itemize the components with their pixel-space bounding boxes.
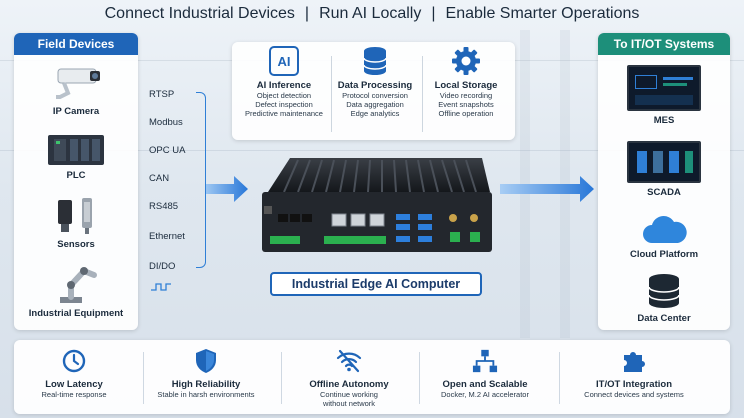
network-icon: [472, 348, 498, 374]
benefit-title: IT/OT Integration: [596, 379, 672, 390]
benefit-line: Stable in harsh environments: [157, 390, 255, 399]
background-line: [0, 150, 744, 151]
device-sensors: Sensors: [14, 196, 138, 250]
benefit-low-latency: Low Latency Real-time response: [6, 348, 142, 399]
feature-divider: [422, 56, 423, 132]
system-label: SCADA: [647, 187, 681, 198]
benefit-line: without network: [322, 399, 376, 408]
signal-waveform-icon: [151, 283, 171, 291]
benefit-offline-autonomy: Offline Autonomy Continue working withou…: [281, 348, 417, 408]
device-plc: PLC: [14, 133, 138, 181]
monitor-icon: [627, 65, 701, 111]
ai-chip-text: AI: [277, 53, 291, 69]
edge-computer-label: Industrial Edge AI Computer: [270, 272, 482, 296]
benefit-title: Open and Scalable: [442, 379, 528, 390]
system-mes: MES: [598, 65, 730, 126]
benefit-line: Connect devices and systems: [584, 390, 684, 399]
tagline-separator: |: [304, 5, 310, 22]
feature-title: Data Processing: [337, 80, 413, 91]
protocol-label: Ethernet: [149, 231, 185, 242]
feature-line: Event snapshots: [438, 100, 494, 109]
feature-line: Offline operation: [438, 109, 494, 118]
outbound-arrow: [500, 176, 594, 202]
edge-computer-image: [262, 158, 492, 252]
camera-icon: [46, 63, 106, 103]
tagline-run-ai: Run AI Locally: [319, 5, 422, 22]
device-label: IP Camera: [52, 106, 100, 117]
benefit-line: Docker, M.2 AI accelerator: [441, 390, 529, 399]
database-icon: [647, 273, 681, 309]
benefits-panel: Low Latency Real-time response High Reli…: [14, 340, 730, 414]
system-label: Data Center: [637, 313, 691, 324]
system-label: Cloud Platform: [629, 249, 699, 260]
benefit-divider: [419, 352, 420, 404]
protocol-label: Modbus: [149, 117, 183, 128]
feature-line: Data aggregation: [346, 100, 404, 109]
system-data-center: Data Center: [598, 273, 730, 324]
feature-ai-inference: AI AI Inference Object detection Defect …: [238, 46, 330, 118]
benefit-high-reliability: High Reliability Stable in harsh environ…: [138, 348, 274, 399]
feature-line: Object detection: [256, 91, 312, 100]
protocol-label: RS485: [149, 201, 179, 212]
gear-icon: [451, 46, 481, 76]
feature-local-storage: Local Storage Video recording Event snap…: [420, 46, 512, 118]
protocol-label: RTSP: [149, 89, 175, 100]
tagline-separator: |: [431, 5, 436, 22]
plc-icon: [44, 133, 108, 167]
wifi-off-icon: [336, 348, 362, 374]
header-tagline: Connect Industrial Devices | Run AI Loca…: [0, 0, 744, 28]
device-label: Industrial Equipment: [28, 308, 124, 319]
puzzle-icon: [621, 348, 647, 374]
benefit-divider: [559, 352, 560, 404]
device-industrial-equipment: Industrial Equipment: [14, 261, 138, 319]
tagline-enable: Enable Smarter Operations: [445, 5, 640, 22]
system-cloud-platform: Cloud Platform: [598, 213, 730, 260]
feature-title: Local Storage: [434, 80, 498, 91]
feature-divider: [331, 56, 332, 132]
monitor-icon: [627, 141, 701, 183]
device-label: Sensors: [57, 239, 95, 250]
feature-title: AI Inference: [256, 80, 312, 91]
feature-line: Predictive maintenance: [245, 109, 323, 118]
feature-line: Edge analytics: [350, 109, 400, 118]
benefit-divider: [281, 352, 282, 404]
ai-chip-icon: AI: [269, 46, 299, 76]
database-icon: [360, 46, 390, 76]
clock-icon: [61, 348, 87, 374]
protocol-bracket: [196, 92, 206, 268]
benefit-line: Real-time response: [41, 390, 107, 399]
field-devices-title: Field Devices: [14, 33, 138, 55]
protocol-label: OPC UA: [149, 145, 186, 156]
benefit-itot-integration: IT/OT Integration Connect devices and sy…: [559, 348, 709, 399]
benefit-line: Continue working: [320, 390, 378, 399]
inbound-arrow: [206, 176, 248, 202]
benefit-title: High Reliability: [171, 379, 241, 390]
feature-line: Video recording: [439, 91, 493, 100]
field-devices-panel: Field Devices IP Camera PLC: [14, 33, 138, 330]
system-label: MES: [653, 115, 675, 126]
device-label: PLC: [66, 170, 86, 181]
systems-panel: To IT/OT Systems MES SCADA Cloud Platfor…: [598, 33, 730, 330]
protocol-label: DI/DO: [149, 261, 176, 272]
benefit-title: Offline Autonomy: [309, 379, 389, 390]
cloud-icon: [640, 213, 688, 245]
robot-arm-icon: [46, 261, 106, 305]
shield-icon: [193, 348, 219, 374]
feature-line: Defect inspection: [255, 100, 313, 109]
feature-line: Protocol conversion: [342, 91, 408, 100]
systems-title: To IT/OT Systems: [598, 33, 730, 55]
feature-data-processing: Data Processing Protocol conversion Data…: [329, 46, 421, 118]
sensor-icon: [46, 196, 106, 236]
benefit-title: Low Latency: [45, 379, 103, 390]
benefit-divider: [143, 352, 144, 404]
system-scada: SCADA: [598, 141, 730, 198]
tagline-connect: Connect Industrial Devices: [104, 5, 295, 22]
protocol-label: CAN: [149, 173, 170, 184]
device-ip-camera: IP Camera: [14, 63, 138, 117]
benefit-open-scalable: Open and Scalable Docker, M.2 AI acceler…: [417, 348, 553, 399]
